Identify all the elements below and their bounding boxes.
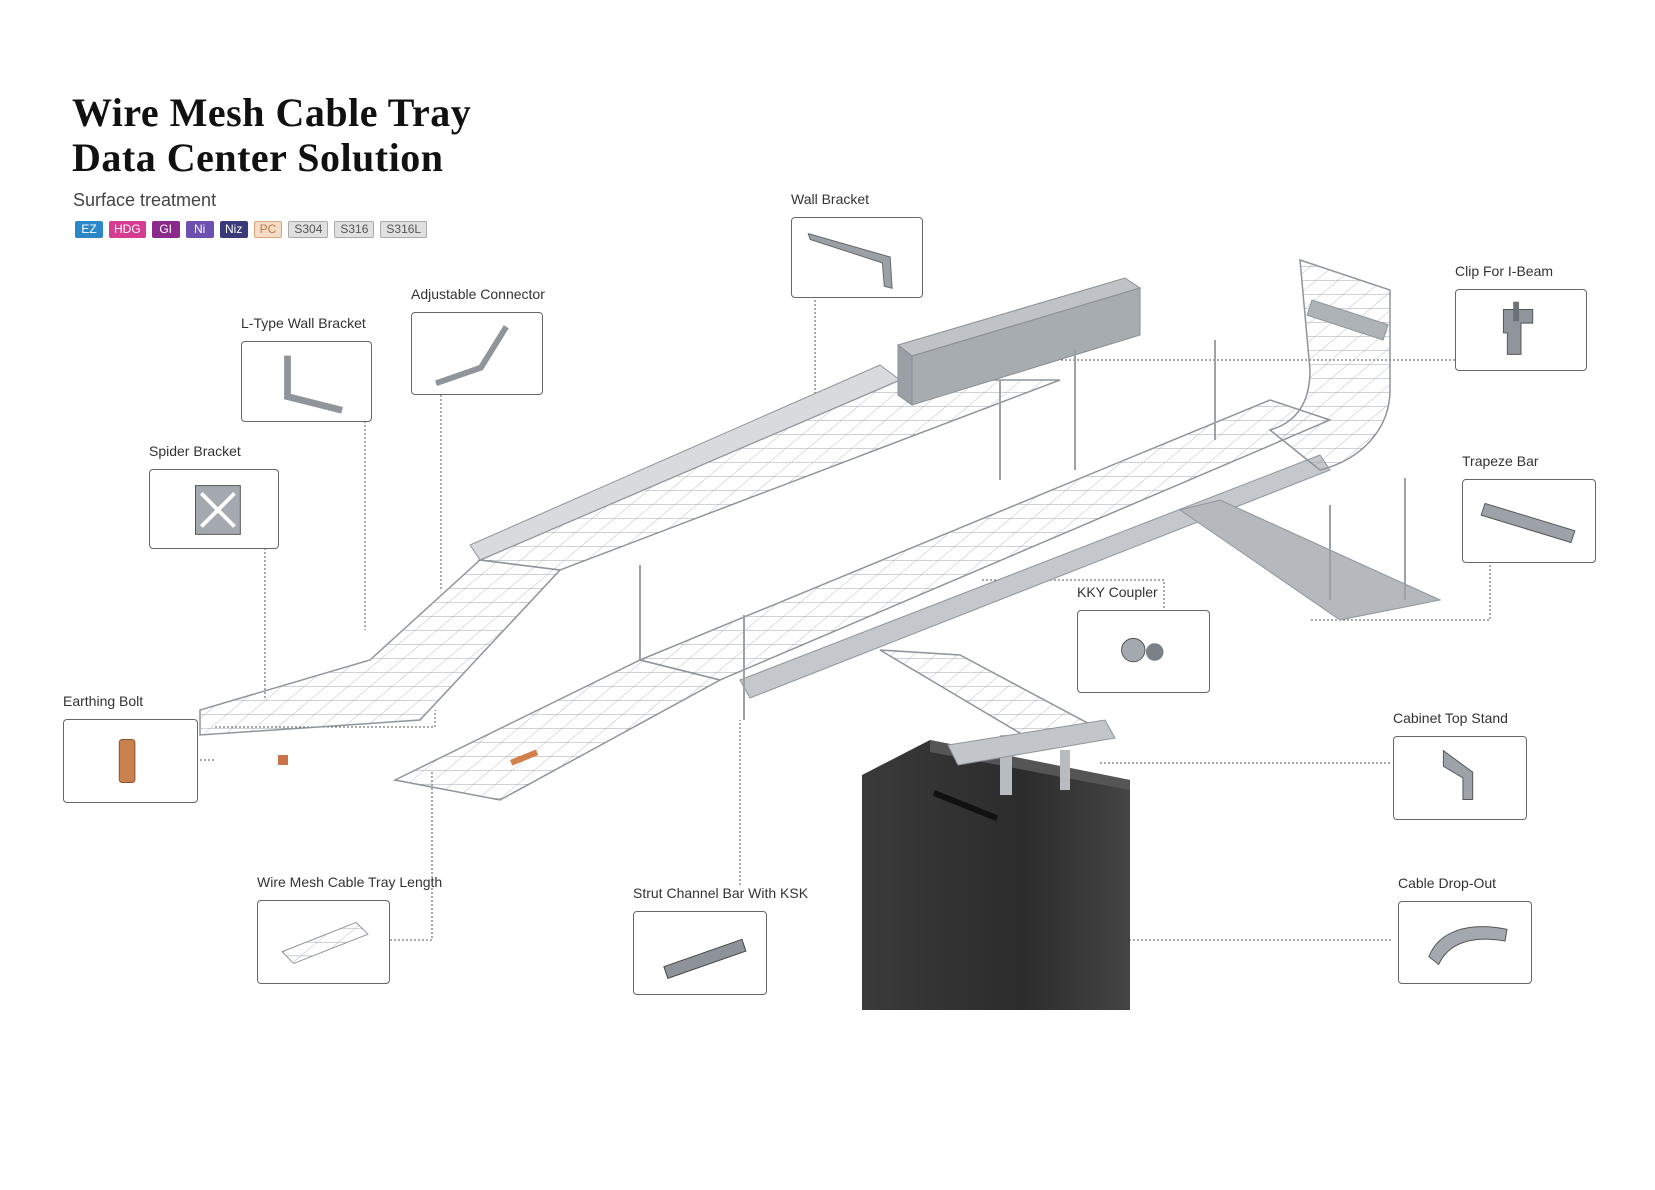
tray-upper-run xyxy=(199,364,1061,736)
callout-clip-i-beam: Clip For I-Beam xyxy=(1455,263,1587,371)
stand-icon xyxy=(1393,736,1527,820)
coupler-icon xyxy=(1077,610,1210,693)
callout-earthing-bolt: Earthing Bolt xyxy=(63,693,198,803)
badge-s316: S316 xyxy=(334,221,375,238)
callout-wire-mesh-tray: Wire Mesh Cable Tray Length xyxy=(257,874,442,984)
badge-niz: Niz xyxy=(219,221,248,238)
page-title: Wire Mesh Cable Tray Data Center Solutio… xyxy=(72,90,471,180)
tray-icon xyxy=(257,900,390,984)
callout-trapeze-bar: Trapeze Bar xyxy=(1462,453,1596,563)
callout-label: Trapeze Bar xyxy=(1462,453,1539,469)
badge-s316l: S316L xyxy=(380,221,428,238)
connector-icon xyxy=(411,312,543,395)
badge-ni: Ni xyxy=(185,221,214,238)
callout-label: L-Type Wall Bracket xyxy=(241,315,366,331)
callout-label: Earthing Bolt xyxy=(63,693,144,709)
wall-bracket-icon xyxy=(791,217,923,298)
badge-hdg: HDG xyxy=(109,221,146,238)
server-cabinet xyxy=(862,719,1130,1010)
callout-label: Strut Channel Bar With KSK xyxy=(633,885,809,901)
tray-main-run xyxy=(278,399,1442,801)
callout-cable-drop-out: Cable Drop-Out xyxy=(1398,875,1532,984)
callout-label: KKY Coupler xyxy=(1077,584,1158,600)
callout-label: Adjustable Connector xyxy=(411,286,545,302)
i-beam xyxy=(896,277,1142,406)
surface-badges: EZ HDG GI Ni Niz PC S304 S316 S316L xyxy=(75,221,428,238)
callout-cabinet-top-stand: Cabinet Top Stand xyxy=(1393,710,1527,820)
clip-icon xyxy=(1455,289,1587,371)
callout-l-type-wall-bracket: L-Type Wall Bracket xyxy=(241,315,372,422)
spider-bracket-icon xyxy=(149,469,279,549)
callout-label: Cabinet Top Stand xyxy=(1393,710,1508,726)
callout-label: Wall Bracket xyxy=(791,191,870,207)
bolt-icon xyxy=(63,719,198,803)
tray-riser xyxy=(1268,258,1391,471)
badge-ez: EZ xyxy=(75,221,103,238)
surface-treatment-label: Surface treatment xyxy=(73,190,217,210)
callout-label: Cable Drop-Out xyxy=(1398,875,1497,891)
title-line-1: Wire Mesh Cable Tray xyxy=(72,90,472,135)
callout-label: Wire Mesh Cable Tray Length xyxy=(257,874,443,890)
callout-kky-coupler: KKY Coupler xyxy=(1077,584,1210,693)
trapeze-bar-icon xyxy=(1462,479,1596,563)
callout-label: Spider Bracket xyxy=(149,443,241,459)
drop-out-icon xyxy=(1398,901,1532,984)
threaded-rods xyxy=(639,340,1406,720)
l-bracket-icon xyxy=(241,341,372,422)
callout-strut-channel: Strut Channel Bar With KSK xyxy=(633,885,808,995)
callout-spider-bracket: Spider Bracket xyxy=(149,443,279,549)
badge-pc: PC xyxy=(253,221,283,238)
title-line-2: Data Center Solution xyxy=(72,135,444,180)
callout-label: Clip For I-Beam xyxy=(1455,263,1554,279)
badge-s304: S304 xyxy=(288,221,329,238)
callout-adjustable-connector: Adjustable Connector xyxy=(411,286,545,395)
strut-icon xyxy=(633,911,767,995)
badge-gi: GI xyxy=(151,221,180,238)
callout-wall-bracket: Wall Bracket xyxy=(791,191,923,298)
